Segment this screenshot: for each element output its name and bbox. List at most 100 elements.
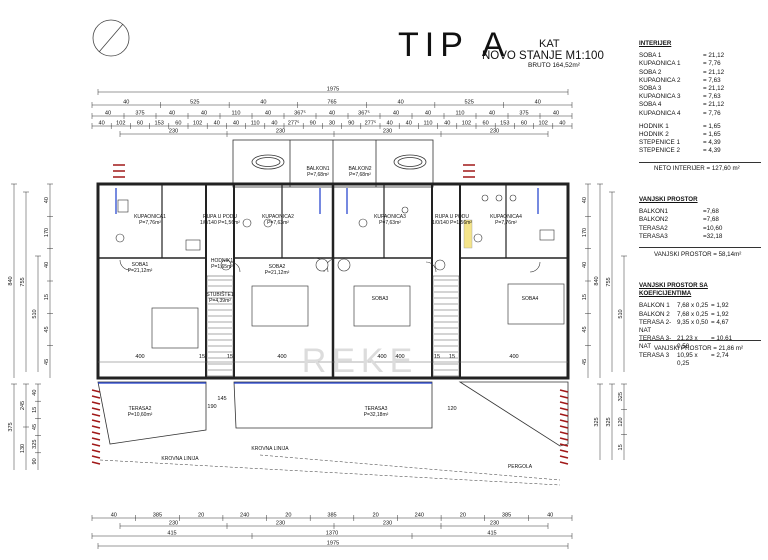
- row-name: KUPAONICA 2: [639, 76, 681, 84]
- terrace: [97, 381, 569, 447]
- coef-table: VANJSKI PROSTOR SA KOEFICIJENTIMA BALKON…: [639, 282, 761, 368]
- dimension-label: 170: [44, 228, 50, 237]
- dimension-label: 40: [329, 111, 335, 117]
- row-value: = 21,12: [703, 85, 725, 93]
- room-area: P=21,12m²: [265, 270, 290, 276]
- dimension-label: 40: [214, 121, 220, 127]
- dimension-label: 400: [395, 354, 404, 360]
- dimension-label: 40: [547, 513, 553, 519]
- dimension-label: 40: [444, 121, 450, 127]
- dimension-label: 525: [190, 100, 199, 106]
- dimension-label: 40: [397, 100, 403, 106]
- dimension-label: 400: [377, 354, 386, 360]
- table-row: SOBA 2= 21,12: [639, 69, 761, 77]
- room-area: P=21,12m²: [128, 268, 153, 274]
- room-label: HODNIK1: [211, 258, 233, 264]
- row-name: SOBA 4: [639, 101, 662, 109]
- room-label: RUPA U PODU: [435, 214, 469, 220]
- dimension-label: 40: [271, 121, 277, 127]
- dimension-label: 102: [539, 121, 548, 127]
- dimension-label: 400: [277, 354, 286, 360]
- row-calc: 7,68 x 0,25: [677, 302, 709, 310]
- outdoor-total: VANJSKI PROSTOR = 58,14m²: [654, 251, 742, 258]
- table-row: KUPAONICA 3 = 7,63: [639, 93, 761, 101]
- table-row: BALKON 1 7,68 x 0,25= 1,92: [639, 302, 761, 310]
- dimension-label: 375: [519, 111, 528, 117]
- row-value: = 7,76: [703, 109, 721, 117]
- room-label: SOBA4: [522, 296, 539, 302]
- dimension-label: 45: [32, 424, 38, 430]
- dimension-label: 40: [559, 121, 565, 127]
- dimension-label: 40: [406, 121, 412, 127]
- row-value: = 1,92: [711, 302, 729, 310]
- dimension-label: 15: [44, 294, 50, 300]
- staircase: [206, 275, 460, 377]
- watermark: REKE: [302, 342, 419, 380]
- room-label: PERGOLA: [508, 464, 533, 470]
- row-name: KUPAONICA 4: [639, 109, 681, 117]
- row-value: = 7,63: [703, 93, 721, 101]
- dimension-label: 15: [32, 407, 38, 413]
- dimension-label: 110: [456, 111, 465, 117]
- dimension-label: 367⁵: [294, 110, 306, 117]
- row-value: = 1,65: [703, 122, 721, 130]
- dimension-label: 230: [383, 129, 392, 135]
- sanitary-fixtures: [115, 194, 555, 251]
- outdoor-heading: VANJSKI PROSTOR: [639, 196, 698, 203]
- row-name: STEPENICE 1: [639, 139, 680, 147]
- table-row: KUPAONICA 4 = 7,76: [639, 110, 761, 118]
- dimension-label: 15: [199, 354, 205, 360]
- dimension-label: 15: [618, 444, 624, 450]
- dimension-label: 40: [386, 121, 392, 127]
- dimension-label: 153: [155, 121, 164, 127]
- dimension-label: 230: [276, 129, 285, 135]
- room-area: 1/0/140 P=1,56m²: [200, 220, 240, 226]
- dimension-label: 40: [111, 513, 117, 519]
- dimension-label: 40: [44, 197, 50, 203]
- dimension-label: 510: [32, 309, 38, 318]
- row-value: = 1,65: [703, 131, 721, 139]
- dimension-label: 45: [44, 359, 50, 365]
- dimension-label: 40: [260, 100, 266, 106]
- floor-opening: [463, 219, 473, 249]
- dimension-label: 60: [521, 121, 527, 127]
- row-name: BALKON 1: [639, 302, 670, 310]
- dimension-label: 45: [582, 359, 588, 365]
- interior-total: NETO INTERIJER = 127,60 m²: [654, 165, 740, 172]
- dimension-label: 40: [489, 111, 495, 117]
- room-label: BALKON2: [348, 166, 371, 172]
- dimension-label: 40: [44, 262, 50, 268]
- room-label: TERASA3: [365, 406, 388, 412]
- dimension-label: 245: [20, 401, 26, 410]
- dimension-label: 120: [618, 417, 624, 426]
- dimension-label: 230: [383, 521, 392, 527]
- row-name: SOBA 2: [639, 68, 662, 76]
- dimension-label: 277⁵: [365, 120, 377, 127]
- row-name: BALKON2: [639, 216, 669, 224]
- dimension-label: 40: [265, 111, 271, 117]
- table-row: STEPENICE 1= 4,39: [639, 139, 761, 147]
- dimension-label: 510: [618, 309, 624, 318]
- row-name: KUPAONICA 3: [639, 93, 681, 101]
- room-label: SOBA1: [132, 262, 149, 268]
- interior-heading: INTERIJER: [639, 40, 672, 47]
- table-row: TERASA3=32,18: [639, 233, 761, 241]
- dimension-label: 40: [582, 262, 588, 268]
- row-value: =7,68: [703, 216, 719, 224]
- room-label: TERASA2: [129, 406, 152, 412]
- room-label: BALKON1: [306, 166, 329, 172]
- room-label: SOBA2: [269, 264, 286, 270]
- room-label: STUBIŠTE1: [206, 291, 233, 298]
- dimension-label: 170: [582, 228, 588, 237]
- dimension-label: 240: [415, 513, 424, 519]
- dimension-label: 90: [310, 121, 316, 127]
- room-area: P=7,76m²: [495, 220, 517, 226]
- dimension-label: 15: [227, 354, 233, 360]
- row-name: STEPENICE 2: [639, 147, 680, 155]
- row-name: HODNIK 1: [639, 122, 669, 130]
- dimension-label: 130: [20, 444, 26, 453]
- dimension-label: 40: [535, 100, 541, 106]
- room-label: KUPAONICA4: [490, 214, 522, 220]
- room-area: 1/0/140 P=1,56m²: [432, 220, 472, 226]
